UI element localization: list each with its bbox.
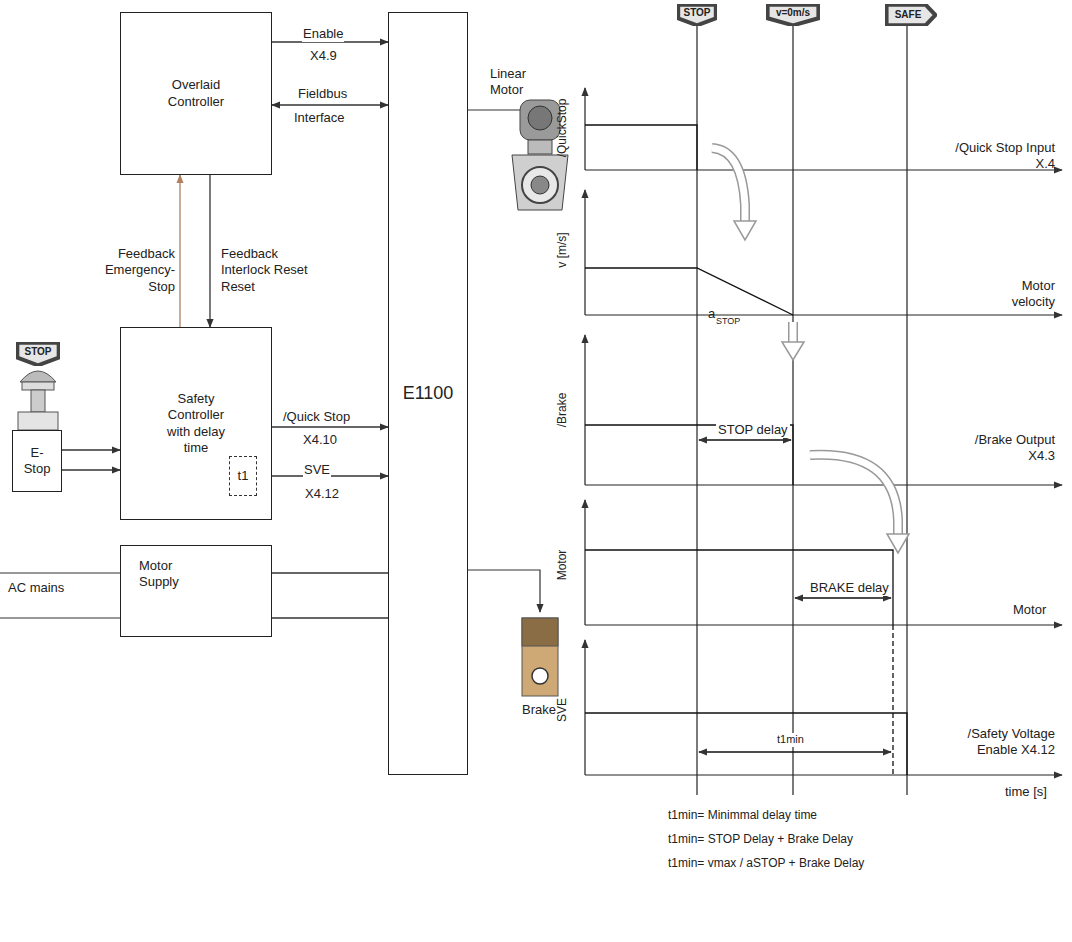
controller-box: Overlaid Controller bbox=[120, 12, 272, 175]
stop-marker: STOP bbox=[16, 342, 60, 366]
node-text: E1100 bbox=[403, 382, 454, 405]
axis-label: SVE bbox=[555, 698, 570, 722]
event-marker: SAFE bbox=[885, 4, 937, 26]
linear-motor-illustration bbox=[468, 100, 568, 210]
node-text: Motor Supply bbox=[139, 558, 199, 591]
connector bbox=[272, 426, 388, 427]
node-text: SAFE bbox=[895, 9, 922, 22]
axis-label: v [m/s] bbox=[555, 232, 570, 267]
annotation-label: BRAKE delay bbox=[808, 580, 891, 596]
node-text: t1 bbox=[238, 468, 249, 484]
node-text: E- Stop bbox=[22, 445, 52, 478]
brake-illustration bbox=[468, 570, 558, 696]
annotation-label: STOP bbox=[716, 316, 740, 327]
connector bbox=[179, 175, 180, 327]
annotation-label: Motor bbox=[1013, 602, 1046, 618]
signal-label: SVE bbox=[303, 462, 331, 478]
event-marker: v=0m/s bbox=[766, 4, 820, 26]
signal-label: Fieldbus bbox=[297, 86, 348, 102]
delay-box: t1 bbox=[229, 456, 257, 496]
controller-box: Safety Controller with delay timet1 bbox=[120, 327, 272, 520]
timing-grid bbox=[585, 22, 1062, 795]
annotation-label: time [s] bbox=[1005, 784, 1047, 800]
annotation-label: Motor velocity bbox=[975, 278, 1055, 311]
stop-marker: STOP bbox=[677, 4, 717, 26]
annotation-label: X4.9 bbox=[310, 48, 337, 64]
connector bbox=[272, 572, 388, 573]
signal-label: Enable bbox=[302, 26, 344, 42]
signal-label: /Quick Stop bbox=[282, 409, 351, 425]
supply-box: Motor Supply bbox=[120, 545, 272, 637]
signal-label: Feedback Emergency-Stop bbox=[82, 246, 176, 295]
drive-box: E1100 bbox=[388, 12, 468, 775]
flow-arrows bbox=[712, 148, 909, 553]
node-text: Overlaid Controller bbox=[161, 77, 231, 110]
annotation-label: t1min= vmax / aSTOP + Brake Delay bbox=[668, 856, 864, 871]
annotation-label: Linear Motor bbox=[490, 66, 550, 99]
estop-box: E- Stop bbox=[12, 430, 62, 492]
connector bbox=[272, 617, 388, 618]
axis-label: /QuickStop bbox=[555, 99, 570, 158]
connector bbox=[209, 175, 210, 327]
annotation-label: a bbox=[708, 306, 715, 322]
connector bbox=[62, 469, 120, 470]
node-text: Safety Controller with delay time bbox=[156, 391, 236, 456]
connector bbox=[62, 449, 120, 450]
node-text: STOP bbox=[683, 7, 710, 20]
signal-label: Feedback Interlock Reset Reset bbox=[220, 246, 322, 295]
estop-button bbox=[18, 371, 58, 430]
annotation-label: AC mains bbox=[8, 580, 64, 596]
annotation-label: /Brake Output X4.3 bbox=[965, 432, 1055, 465]
annotation-label: STOP delay bbox=[716, 422, 790, 438]
annotation-label: Brake bbox=[522, 702, 556, 718]
node-text: STOP bbox=[24, 346, 51, 359]
annotation-label: /Safety Voltage Enable X4.12 bbox=[930, 726, 1055, 759]
axis-label: Motor bbox=[555, 550, 570, 581]
mains-wires bbox=[0, 573, 120, 618]
annotation-label: t1min bbox=[775, 733, 806, 747]
annotation-label: /Quick Stop Input X.4 bbox=[955, 140, 1055, 173]
annotation-label: X4.12 bbox=[305, 486, 339, 502]
annotation-label: t1min= Minimmal delay time bbox=[668, 808, 817, 823]
annotation-label: X4.10 bbox=[303, 432, 337, 448]
node-text: v=0m/s bbox=[776, 7, 810, 20]
timing-signals bbox=[585, 125, 907, 775]
connector bbox=[272, 104, 388, 105]
annotation-label: t1min= STOP Delay + Brake Delay bbox=[668, 832, 853, 847]
axis-label: /Brake bbox=[555, 393, 570, 428]
annotation-label: Interface bbox=[294, 110, 345, 126]
